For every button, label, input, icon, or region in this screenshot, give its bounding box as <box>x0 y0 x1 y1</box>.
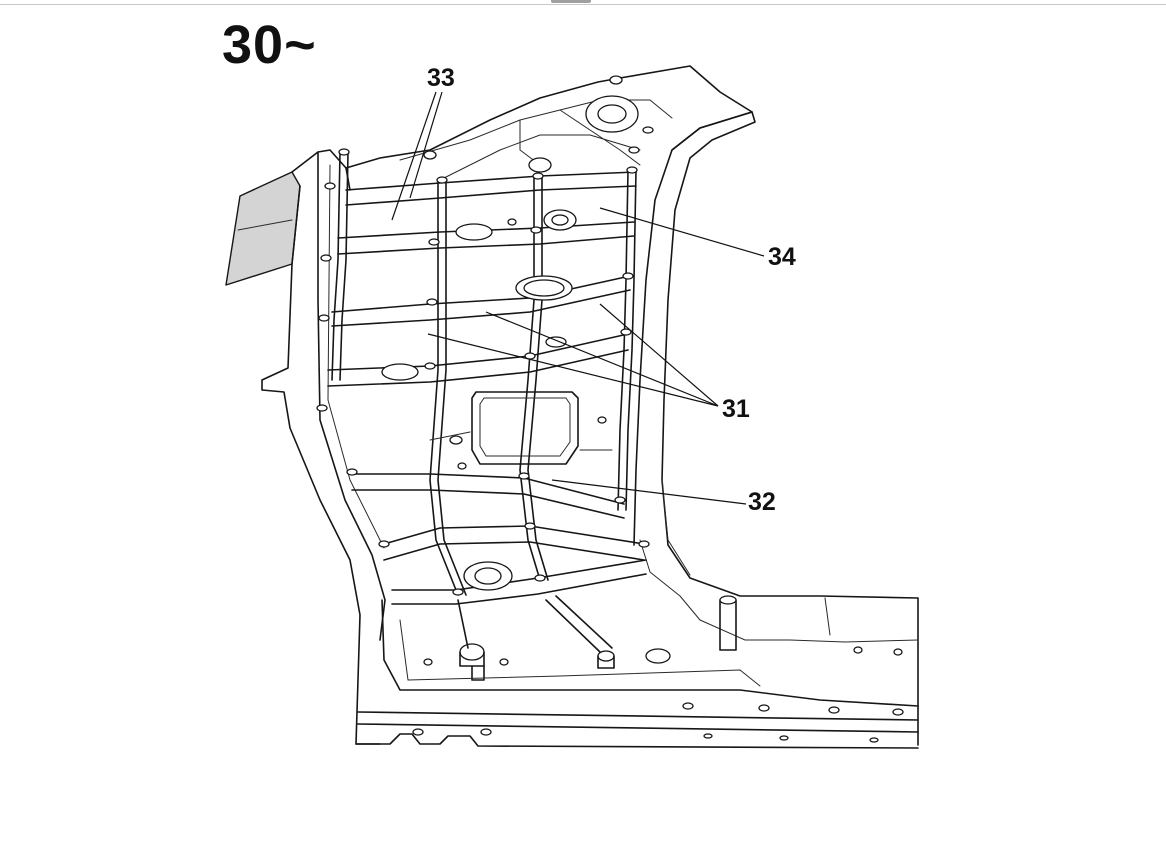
figure-number-label: 30~ <box>222 15 317 75</box>
vertical-posts <box>316 148 650 596</box>
top-mounting-section <box>345 75 673 181</box>
page-scroll-tab <box>551 0 591 3</box>
left-side-wall <box>225 149 386 745</box>
panel-features <box>381 209 613 470</box>
reference-label-32: 32 <box>748 488 776 516</box>
reference-label-31: 31 <box>722 395 750 423</box>
reference-label-33: 33 <box>427 64 455 92</box>
page-top-border <box>0 4 1166 5</box>
lower-base-section <box>355 561 919 749</box>
outer-wheel-arch-panel <box>619 65 919 746</box>
reference-label-34: 34 <box>768 243 796 271</box>
leader-lines <box>391 91 765 505</box>
cross-ribs <box>327 171 647 605</box>
